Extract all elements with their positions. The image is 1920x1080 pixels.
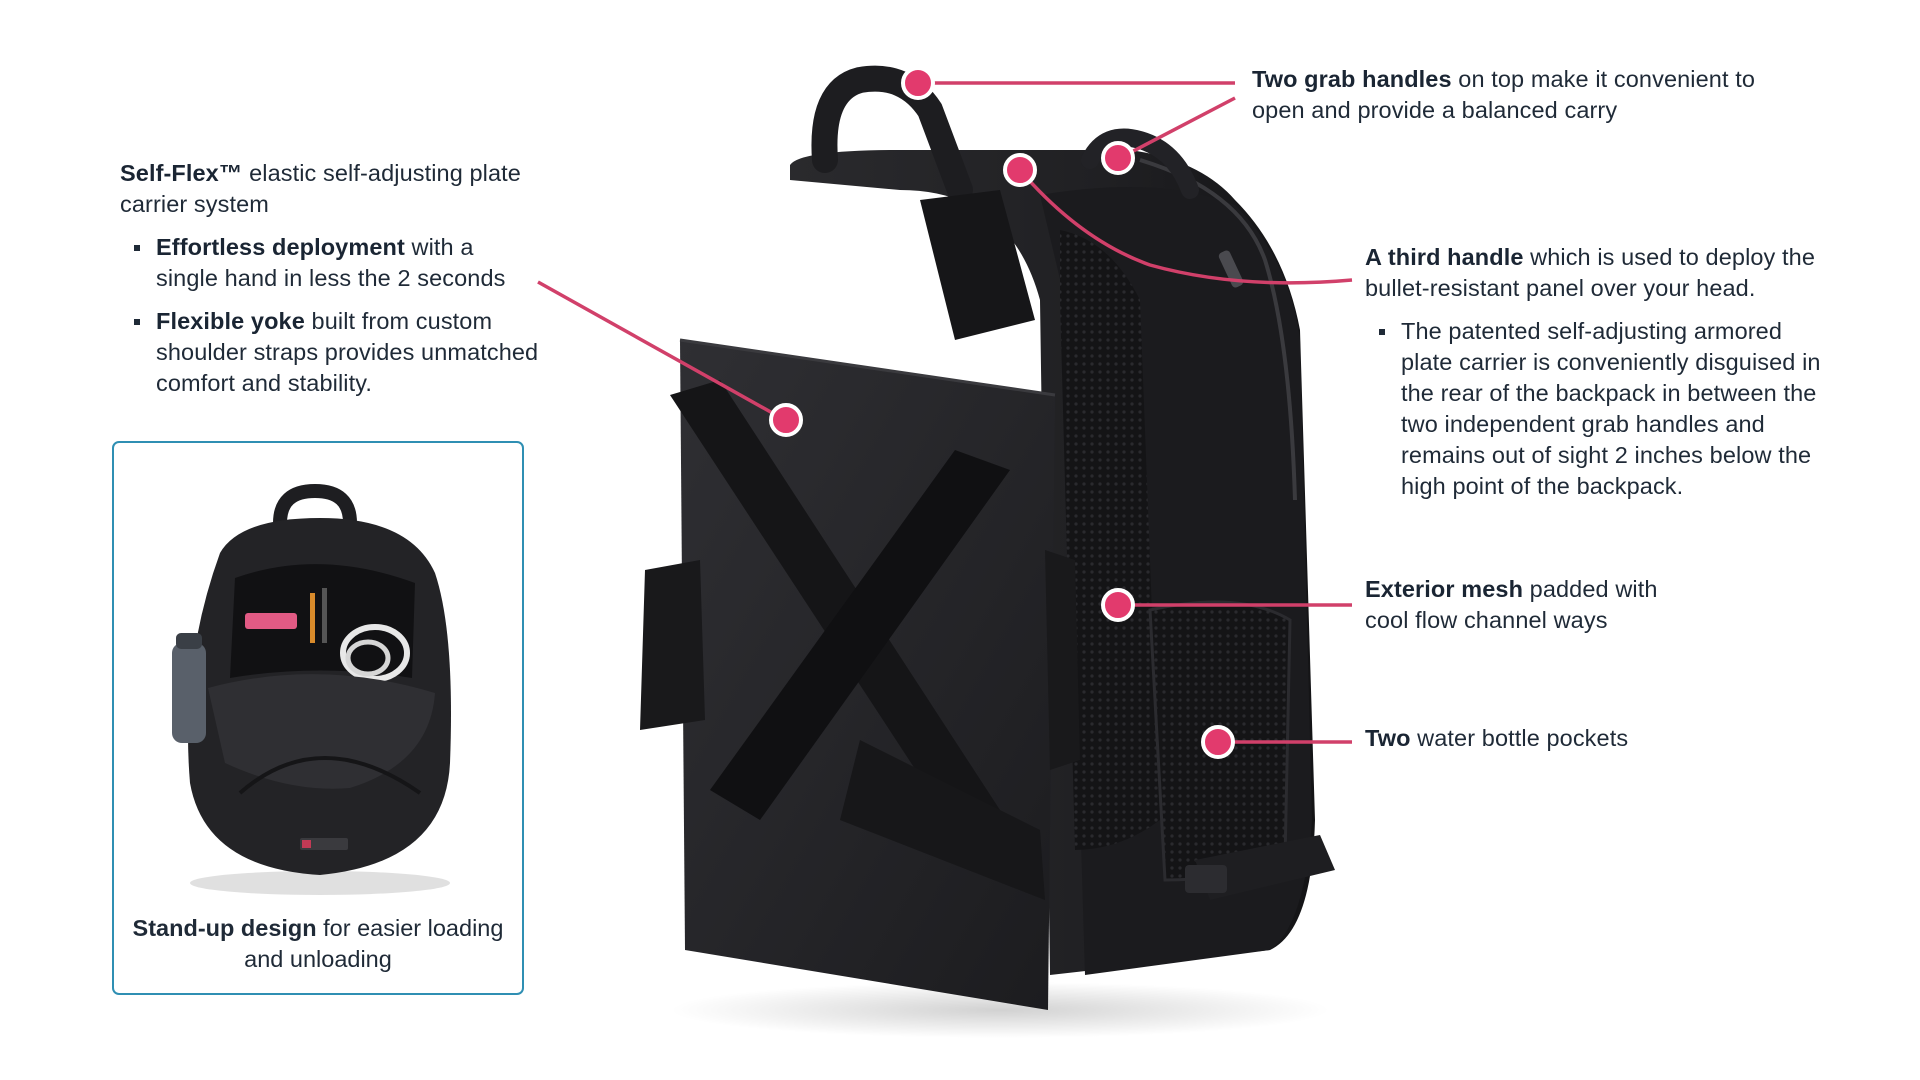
mesh-callout: Exterior mesh padded with cool flow chan… <box>1365 576 1658 633</box>
callout-line-self-flex <box>537 280 786 422</box>
self-flex-title: Self-Flex™ elastic self-adjusting plate … <box>120 160 521 217</box>
plate-top-edge <box>679 338 1056 397</box>
compression-strap <box>1195 835 1335 900</box>
bottle-callout: Two water bottle pockets <box>1365 725 1629 751</box>
inset-caption: Stand-up design for easier loading and u… <box>132 915 504 972</box>
strap-buckle <box>1185 865 1227 893</box>
strap-end-right <box>1045 550 1080 770</box>
third-handle-title: A third handle which is used to deploy t… <box>1365 244 1816 301</box>
callout-dot-third-handle[interactable] <box>1003 153 1037 187</box>
self-flex-bullets: Effortless deployment with a single hand… <box>120 232 540 399</box>
callout-dot-self-flex[interactable] <box>769 403 803 437</box>
list-item: Effortless deployment with a single hand… <box>120 232 540 294</box>
callout-line-grab-handles-2 <box>1119 96 1236 160</box>
third-handle-bullets: The patented self-adjusting armored plat… <box>1365 316 1835 502</box>
mesh-padding <box>1060 230 1160 850</box>
callout-dot-grab-handle-1[interactable] <box>901 66 935 100</box>
list-item: The patented self-adjusting armored plat… <box>1365 316 1835 502</box>
top-handle-rear <box>1081 128 1199 199</box>
grab-handles-callout: Two grab handles on top make it convenie… <box>1252 66 1756 123</box>
open-backpack-illustration <box>172 483 451 895</box>
self-flex-callout: Self-Flex™ elastic self-adjusting plate … <box>120 158 540 411</box>
callout-dot-grab-handle-2[interactable] <box>1101 141 1135 175</box>
third-handle-strap <box>920 190 1035 340</box>
callout-dot-bottle[interactable] <box>1201 725 1235 759</box>
zipper-line <box>1139 158 1297 501</box>
list-item: Flexible yoke built from custom shoulder… <box>120 306 540 399</box>
strap-end-left <box>640 560 705 730</box>
callout-dot-mesh[interactable] <box>1101 588 1135 622</box>
plate-bottom-strap <box>840 740 1045 900</box>
shoulder-strap-a <box>670 380 1000 830</box>
inset-panel: Stand-up design for easier loading and u… <box>112 441 524 995</box>
zipper-pull <box>1218 250 1244 288</box>
shoulder-strap-b <box>710 450 1010 820</box>
floor-shadow <box>670 982 1330 1038</box>
third-handle-callout: A third handle which is used to deploy t… <box>1365 242 1835 514</box>
callout-line-third-handle <box>1018 168 1353 285</box>
